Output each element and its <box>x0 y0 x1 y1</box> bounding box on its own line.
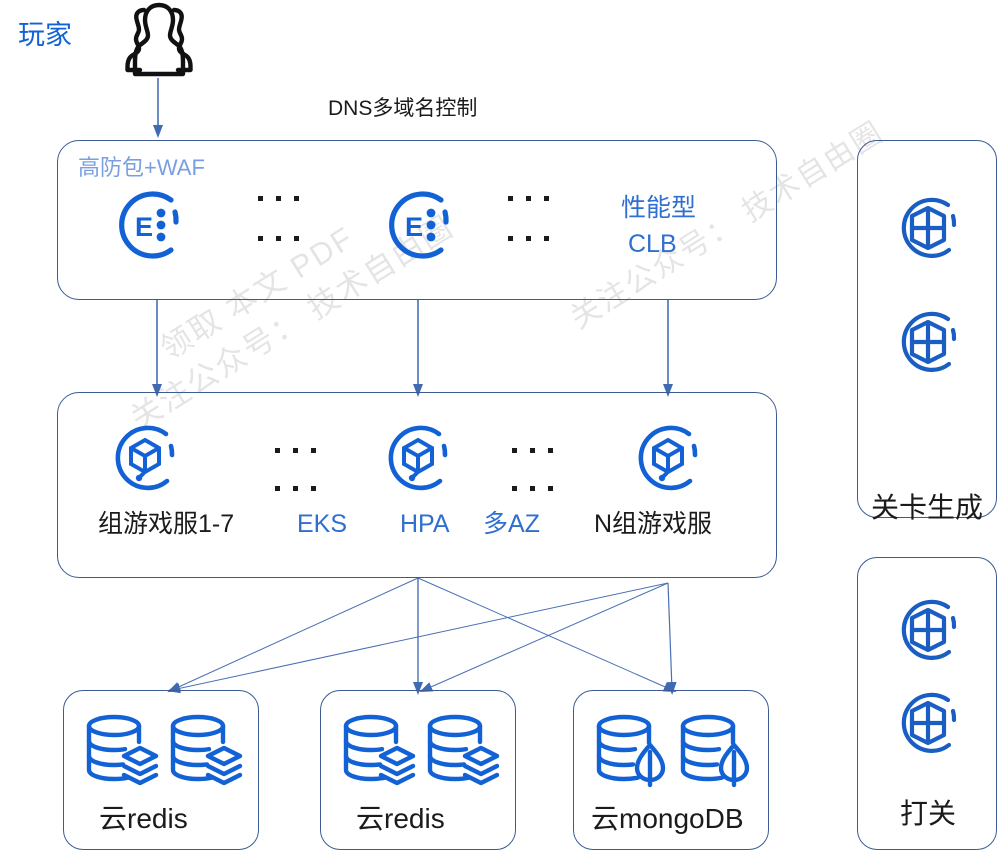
eks-ellipsis-1-bottom <box>275 486 316 491</box>
datastore-3-icons <box>592 712 750 788</box>
player-group <box>118 2 200 78</box>
eks-label-game-servers-1-7: 组游戏服1-7 <box>98 510 235 538</box>
hexagon-shield-icon <box>901 599 957 660</box>
side-panel-1-icon-1[interactable] <box>893 193 963 263</box>
side-panel-2-icon-2[interactable] <box>893 688 963 758</box>
redis-db-icon <box>343 714 500 786</box>
clb-ellipsis-1-bottom <box>258 236 299 241</box>
datastore-3-label: 云mongoDB <box>591 803 744 834</box>
clb-e-icon: E <box>119 191 179 259</box>
datastore-1-icons <box>82 712 243 788</box>
eks-label-hpa: HPA <box>400 510 450 538</box>
users-group-icon <box>125 2 193 77</box>
datastore-box-2[interactable] <box>320 690 516 850</box>
eks-label-multi-az: 多AZ <box>483 510 540 538</box>
clb-node-1[interactable]: E <box>110 186 188 264</box>
datastore-2-icons <box>339 712 500 788</box>
clb-node-2[interactable]: E <box>380 186 458 264</box>
redis-db-icon <box>86 714 243 786</box>
eks-cube-icon <box>638 425 698 491</box>
eks-ellipsis-2-top <box>512 448 553 453</box>
side-panel-2[interactable] <box>857 557 997 850</box>
eks-cube-icon <box>388 425 448 491</box>
dns-note-label: DNS多域名控制 <box>328 97 478 120</box>
eks-node-2[interactable] <box>381 421 455 495</box>
player-label: 玩家 <box>18 20 72 50</box>
eks-label-eks: EKS <box>297 510 348 538</box>
mongodb-db-icon <box>596 714 750 788</box>
side-panel-1[interactable] <box>857 140 997 518</box>
datastore-1-label: 云redis <box>99 803 188 834</box>
clb-type-label-line2: CLB <box>628 230 677 258</box>
datastore-2-label: 云redis <box>356 803 445 834</box>
eks-node-3[interactable] <box>631 421 705 495</box>
clb-panel[interactable] <box>57 140 777 300</box>
side-panel-2-icon-1[interactable] <box>893 595 963 665</box>
clb-panel-title: 高防包+WAF <box>78 155 205 180</box>
hexagon-shield-icon <box>901 692 957 753</box>
eks-node-1[interactable] <box>108 421 182 495</box>
datastore-box-3[interactable] <box>573 690 769 850</box>
hexagon-shield-icon <box>901 311 957 372</box>
clb-ellipsis-2-bottom <box>508 236 549 241</box>
svg-text:E: E <box>405 212 423 242</box>
datastore-box-1[interactable] <box>63 690 259 850</box>
svg-text:E: E <box>135 212 153 242</box>
side-panel-2-label: 打关 <box>900 798 957 829</box>
side-panel-1-label: 关卡生成 <box>871 492 984 523</box>
eks-ellipsis-1-top <box>275 448 316 453</box>
eks-cube-icon <box>115 425 175 491</box>
eks-ellipsis-2-bottom <box>512 486 553 491</box>
side-panel-1-icon-2[interactable] <box>893 307 963 377</box>
clb-type-label-line1: 性能型 <box>621 194 697 222</box>
clb-ellipsis-2-top <box>508 196 549 201</box>
eks-panel[interactable] <box>57 392 777 578</box>
clb-ellipsis-1-top <box>258 196 299 201</box>
clb-e-icon: E <box>389 191 449 259</box>
eks-label-n-game-servers: N组游戏服 <box>594 510 713 538</box>
hexagon-shield-icon <box>901 197 957 258</box>
